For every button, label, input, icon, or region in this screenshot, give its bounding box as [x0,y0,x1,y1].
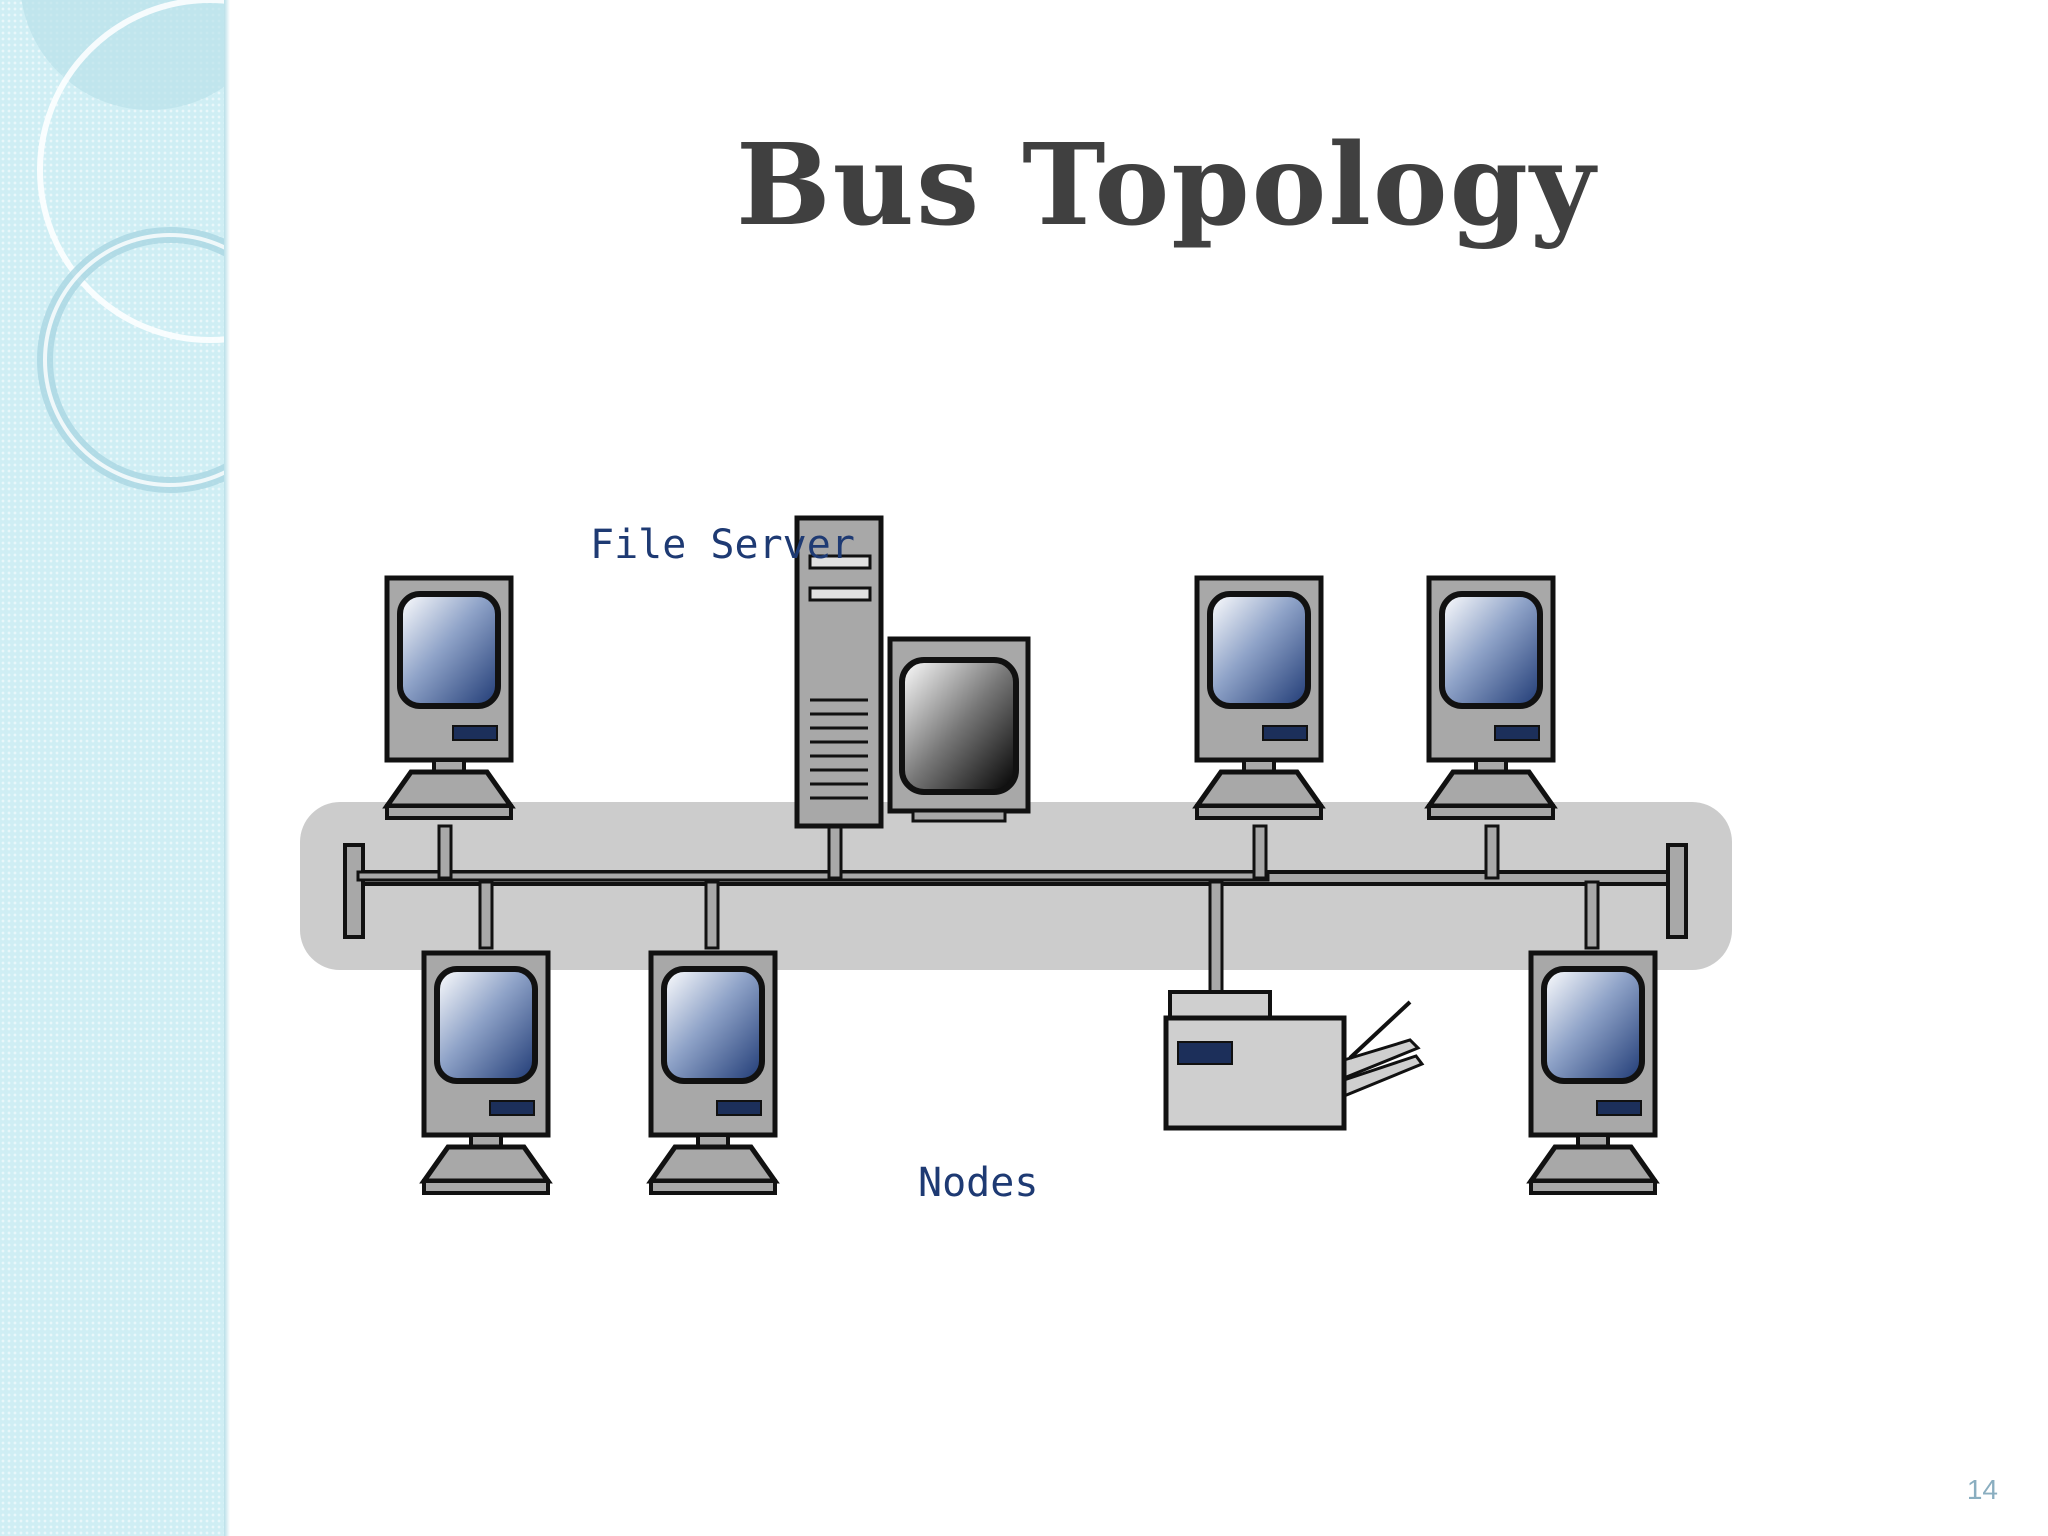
decorative-sidebar [0,0,228,1536]
sidebar-edge [224,0,230,1536]
nodes-label: Nodes [918,1160,1038,1206]
file-server-label: File Server [590,522,855,568]
decorative-rings [21,0,228,493]
workstation-top-2 [1197,578,1321,818]
upper-bus-line [356,870,1270,882]
slide-title: Bus Topology [736,120,1597,251]
printer [1163,990,1425,1131]
file-server-tower [794,515,884,829]
workstation-bottom-3 [1531,953,1655,1193]
workstation-top-3 [1429,578,1553,818]
workstation-top-1 [387,578,511,818]
drop-cables [437,824,1600,996]
workstation-bottom-2 [651,953,775,1193]
workstation-bottom-1 [424,953,548,1193]
file-server-monitor [887,636,1031,823]
slide-number: 14 [1966,1474,1998,1505]
